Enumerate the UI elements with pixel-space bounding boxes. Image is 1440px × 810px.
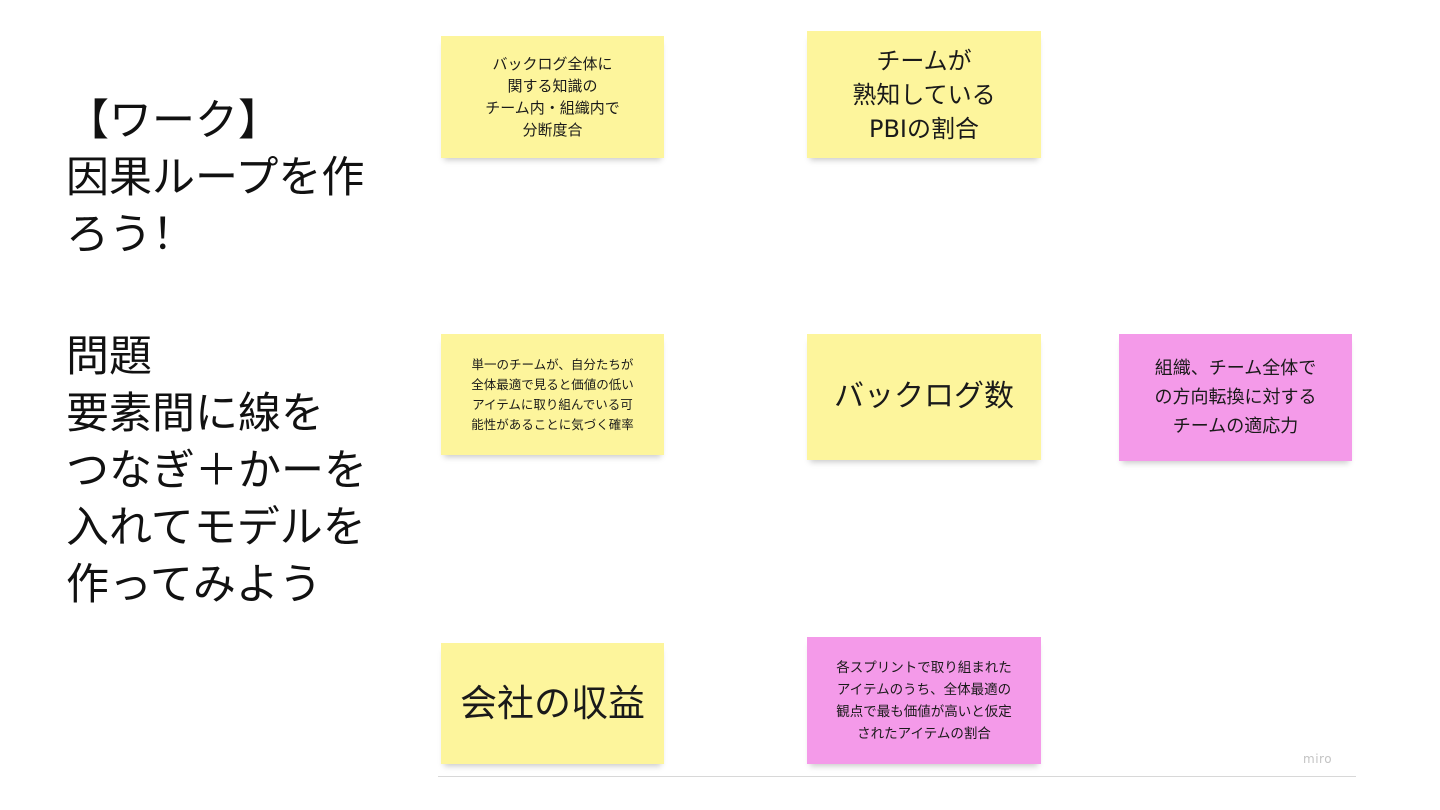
sticky-note-low-value-awareness-probability[interactable]: 単一のチームが、自分たちが 全体最適で見ると価値の低い アイテムに取り組んでいる… [441,334,664,455]
board-bottom-border [438,776,1356,777]
sticky-note-highest-value-item-ratio[interactable]: 各スプリントで取り組まれた アイテムのうち、全体最適の 観点で最も価値が高いと仮… [807,637,1041,764]
sticky-note-pbi-familiarity-ratio[interactable]: チームが 熟知している PBIの割合 [807,31,1041,158]
work-heading: 【ワーク】 因果ループを作 ろう！ [66,96,365,260]
sticky-note-backlog-knowledge-fragmentation[interactable]: バックログ全体に 関する知識の チーム内・組織内で 分断度合 [441,36,664,158]
miro-watermark-logo: miro [1303,752,1333,766]
sticky-note-backlog-count[interactable]: バックログ数 [807,334,1041,460]
sticky-note-company-revenue[interactable]: 会社の収益 [441,643,664,764]
problem-heading: 問題 要素間に線を つなぎ＋かーを 入れてモデルを 作ってみよう [66,332,367,610]
sticky-note-team-adaptability[interactable]: 組織、チーム全体で の方向転換に対する チームの適応力 [1119,334,1352,461]
